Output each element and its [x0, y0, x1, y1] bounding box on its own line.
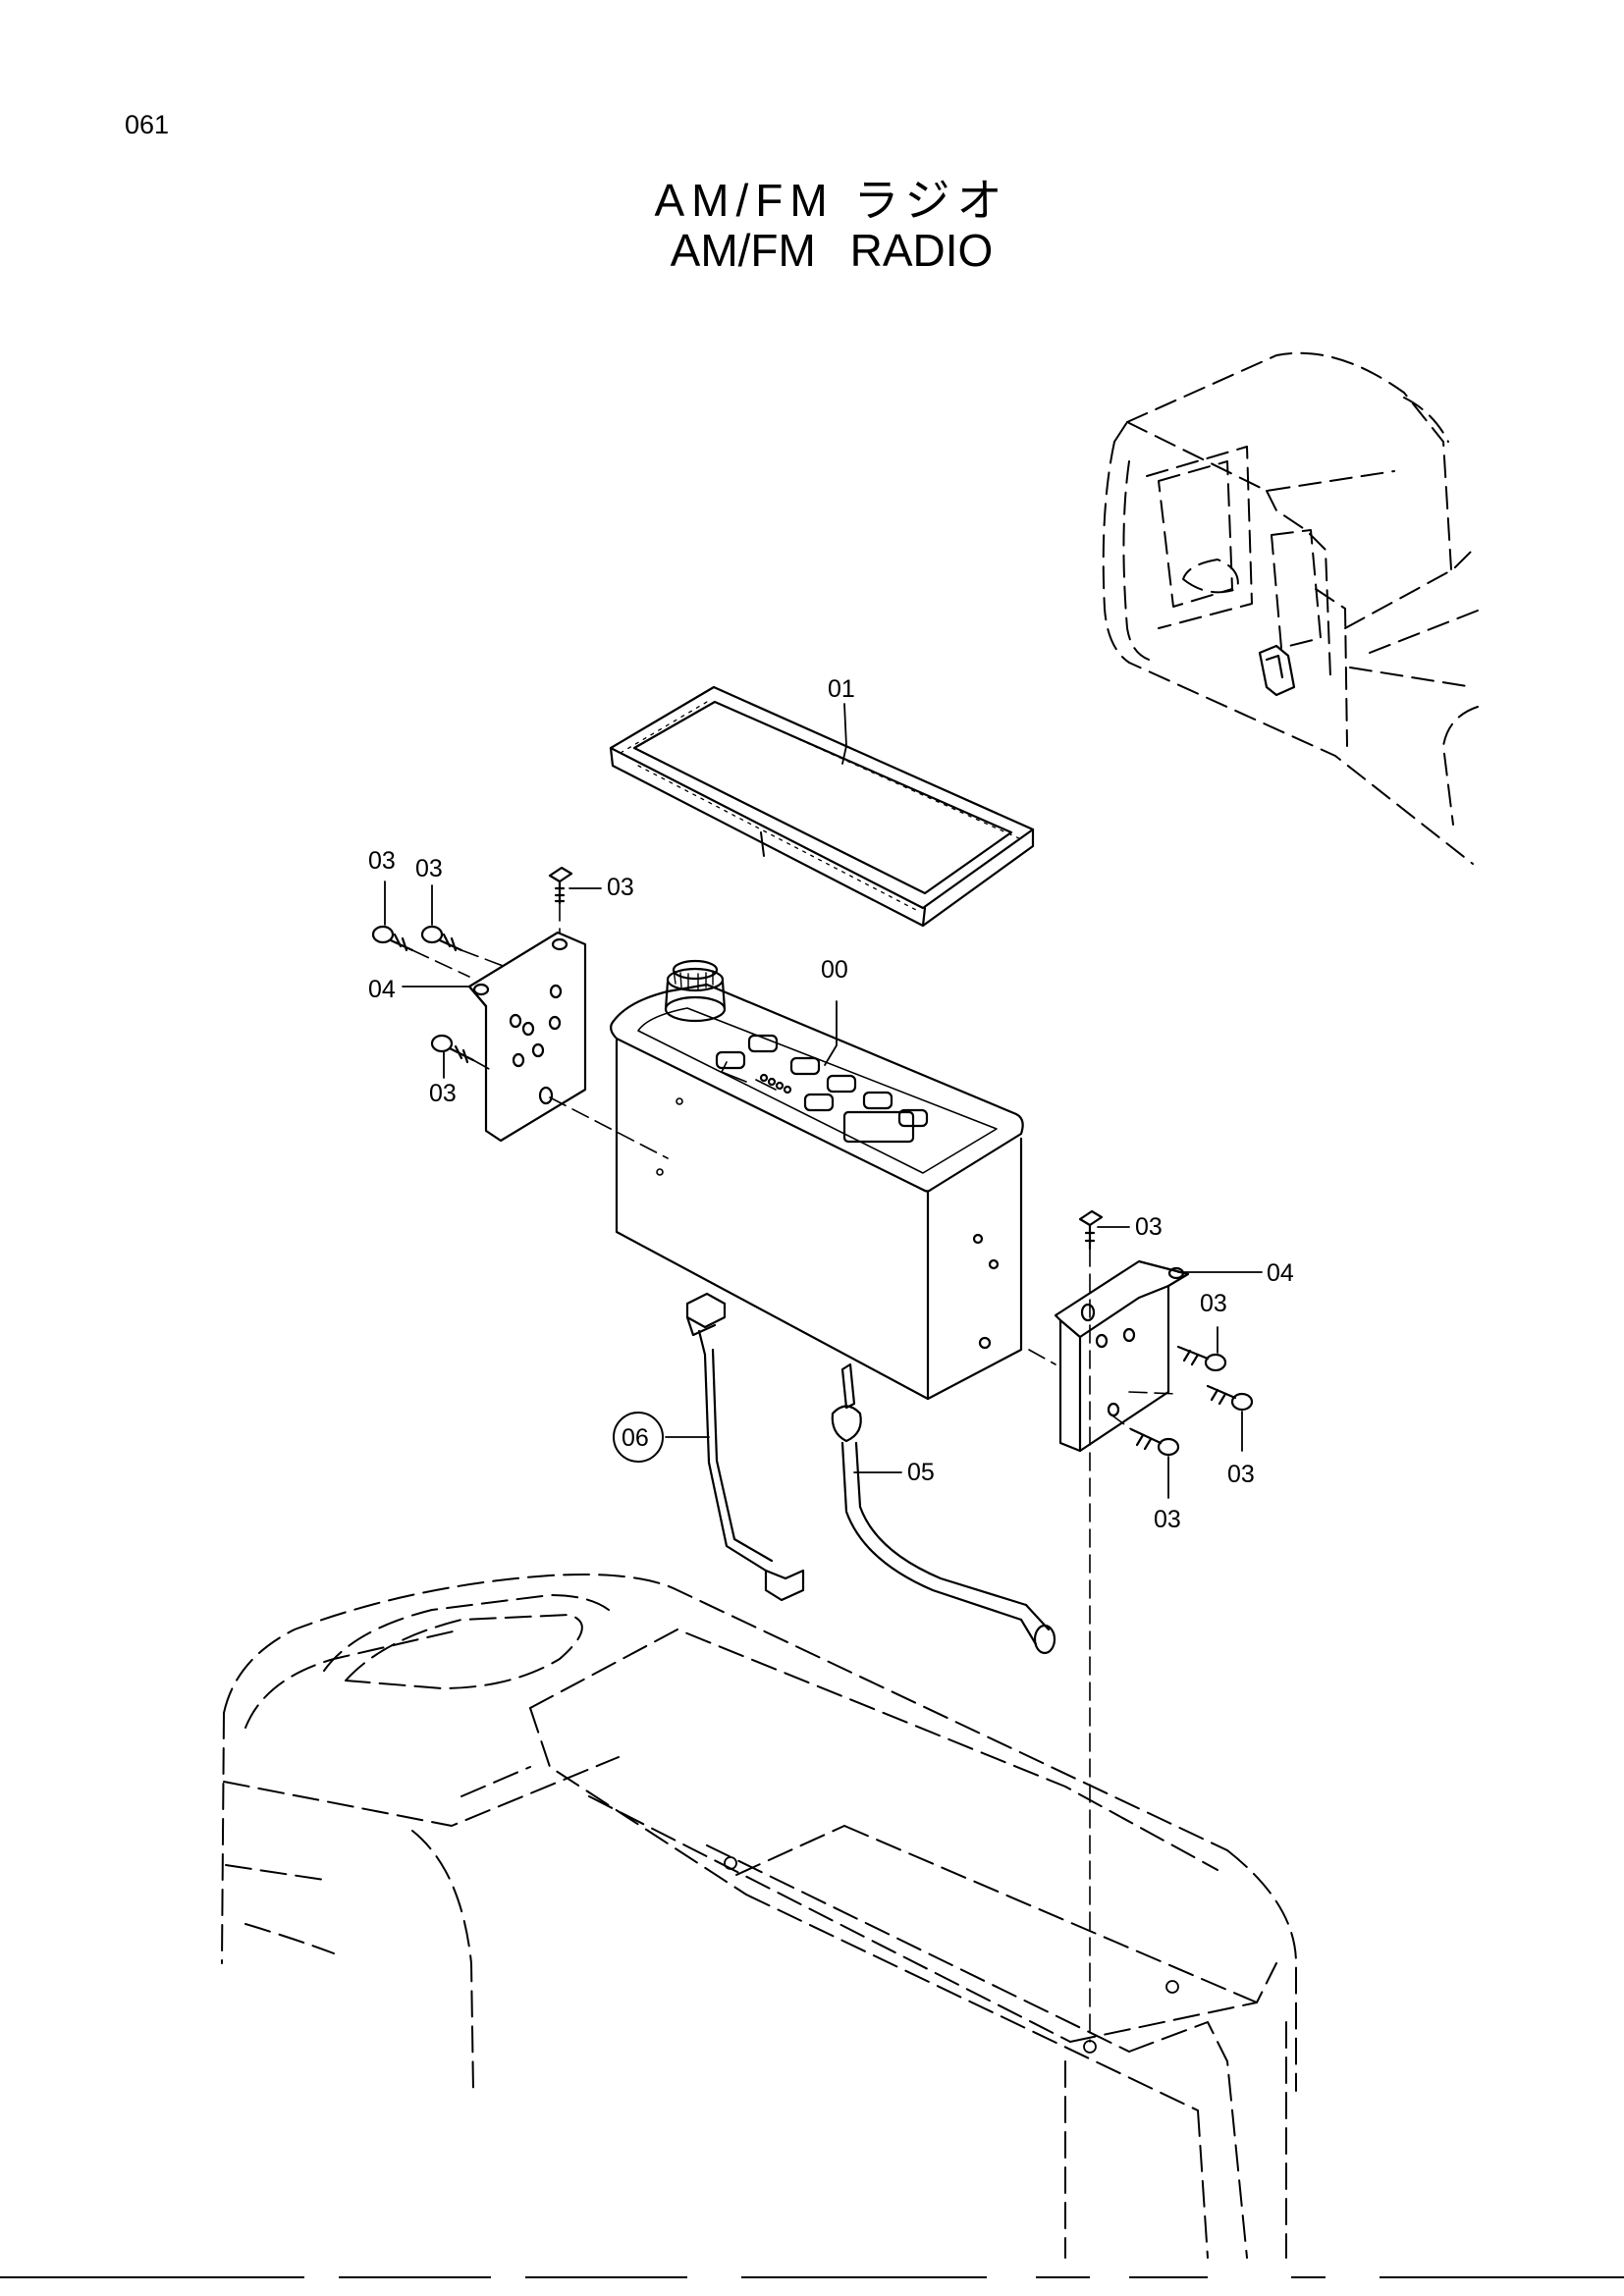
bolt-left-1 [371, 925, 414, 952]
title-english: AM/FM RADIO [670, 225, 994, 276]
bolt-left-2 [420, 925, 463, 952]
callout-03-right-b: 03 [1227, 1461, 1255, 1488]
bolt-hole [1083, 2040, 1097, 2054]
callout-03-top-left: 03 [607, 874, 634, 901]
callout-04-right: 04 [1267, 1259, 1294, 1287]
callout-01: 01 [828, 675, 855, 703]
callout-03-right-c: 03 [1154, 1506, 1181, 1533]
rubber-frame [609, 685, 1035, 928]
callout-03-left-b: 03 [415, 855, 443, 882]
callout-05: 05 [907, 1459, 935, 1486]
leader-lines [384, 703, 1263, 1499]
radio-unit [610, 959, 1024, 1401]
callout-03-left-a: 03 [368, 847, 396, 875]
title-japanese: AM/FM ラジオ [654, 175, 1009, 226]
console-outline [221, 1574, 1297, 2259]
callout-00: 00 [821, 956, 848, 984]
callout-03-right-a: 03 [1200, 1290, 1227, 1317]
cab-outline [1102, 351, 1484, 865]
callout-circle-06 [613, 1412, 664, 1463]
page-number: 061 [125, 110, 170, 139]
bolt-right-1 [1176, 1345, 1227, 1372]
callout-06: 06 [622, 1424, 649, 1452]
left-bracket [467, 931, 587, 1143]
bolt-right-3 [1129, 1427, 1180, 1457]
callout-03-right-top: 03 [1135, 1213, 1163, 1241]
bolt-right-top [1078, 1209, 1104, 1251]
cab-handle [1258, 644, 1296, 697]
wiring-harness [685, 1292, 805, 1602]
bolt-left-3 [430, 1034, 475, 1064]
bolt-right-2 [1206, 1384, 1254, 1412]
right-bracket [1054, 1259, 1190, 1453]
antenna-cable [831, 1362, 1056, 1655]
callout-04-left: 04 [368, 976, 396, 1003]
assembly-centerlines [411, 902, 1179, 2043]
callout-03-left-c: 03 [429, 1080, 457, 1107]
bolt-top-left [548, 866, 573, 905]
callout-labels: 01 03 03 03 04 03 00 03 04 03 03 03 06 0… [368, 675, 1294, 1533]
console-holes [724, 1856, 1179, 1994]
